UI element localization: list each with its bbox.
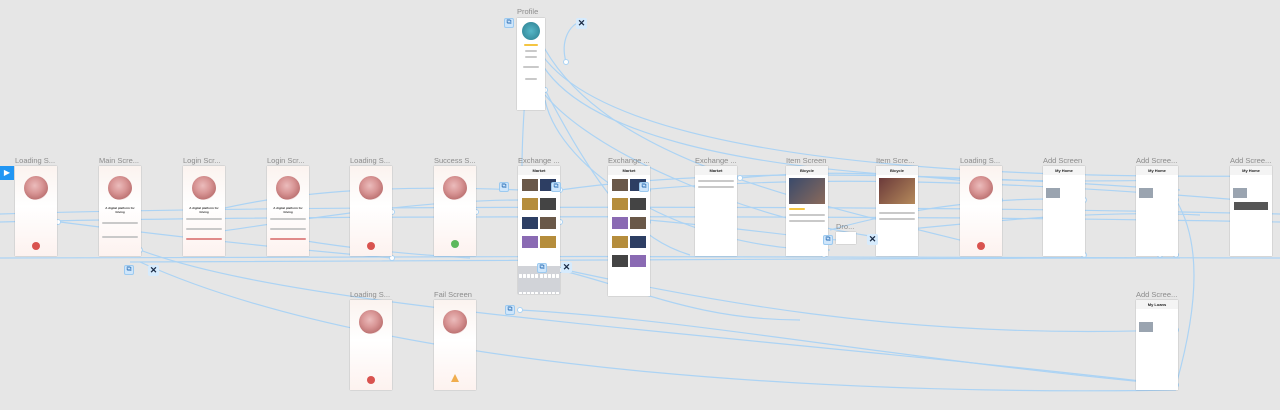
frame-title: Item Scre... xyxy=(876,156,915,165)
screen-header: Bicycle xyxy=(876,166,918,175)
loading-screen xyxy=(960,166,1002,256)
heart-icon xyxy=(32,242,40,250)
frame-title: Loading S... xyxy=(350,156,391,165)
exchange-screen: Market xyxy=(608,166,650,296)
logo-icon xyxy=(359,310,383,334)
check-icon xyxy=(451,240,459,248)
logo-icon xyxy=(192,176,216,200)
logo-icon xyxy=(24,176,48,200)
screen-header: Market xyxy=(608,166,650,175)
frame-title: Add Scree... xyxy=(1230,156,1272,165)
frame-title: Loading S... xyxy=(960,156,1001,165)
dropdown-sheet xyxy=(1234,202,1268,210)
close-icon[interactable]: ✕ xyxy=(576,18,587,29)
frame-title: Exchange ... xyxy=(695,156,737,165)
item-screen: Bicycle xyxy=(876,166,918,256)
close-icon[interactable]: ✕ xyxy=(148,265,159,276)
logo-icon xyxy=(276,176,300,200)
exchange-screen: Market xyxy=(695,166,737,256)
loading-screen xyxy=(15,166,57,256)
item-image xyxy=(879,178,915,204)
profile-screen xyxy=(517,18,545,110)
overlay-hotspot-icon[interactable]: ⧉ xyxy=(551,182,561,192)
loading-screen xyxy=(350,166,392,256)
fail-screen xyxy=(434,300,476,390)
frame-title: Exchange ... xyxy=(518,156,560,165)
screen-header: Market xyxy=(518,166,560,175)
frame-title: Add Screen xyxy=(1043,156,1083,165)
heart-icon xyxy=(367,242,375,250)
item-image xyxy=(789,178,825,204)
loading-screen xyxy=(350,300,392,390)
close-icon[interactable]: ✕ xyxy=(867,234,878,245)
main-screen: A digital platform for Giving xyxy=(99,166,141,256)
overlay-hotspot-icon[interactable]: ⧉ xyxy=(504,18,514,28)
logo-icon xyxy=(969,176,993,200)
logo-icon xyxy=(108,176,132,200)
overlay-hotspot-icon[interactable]: ⧉ xyxy=(537,263,547,273)
tagline: A digital platform for Giving xyxy=(105,206,135,214)
laptop-icon xyxy=(1233,188,1247,198)
screen-header: My Loans xyxy=(1136,300,1178,309)
screen-header: My Home xyxy=(1136,166,1178,175)
screen-header: My Home xyxy=(1230,166,1272,175)
heart-icon xyxy=(367,376,375,384)
avatar xyxy=(522,22,540,40)
frame-title: Dro... xyxy=(836,222,855,231)
overlay-hotspot-icon[interactable]: ⧉ xyxy=(505,305,515,315)
frame-title: Item Screen xyxy=(786,156,827,165)
frame-title: Login Scr... xyxy=(183,156,221,165)
laptop-icon xyxy=(1139,322,1153,332)
frame-title: Loading S... xyxy=(350,290,391,299)
screen-header: My Home xyxy=(1043,166,1085,175)
logo-icon xyxy=(443,176,467,200)
overlay-hotspot-icon[interactable]: ⧉ xyxy=(124,265,134,275)
start-flow-button[interactable]: ▶ xyxy=(0,166,14,180)
frame-title: Add Scree... xyxy=(1136,290,1178,299)
frame-title: Fail Screen xyxy=(434,290,472,299)
frame-title: Add Scree... xyxy=(1136,156,1178,165)
item-screen: Bicycle xyxy=(786,166,828,256)
laptop-icon xyxy=(1046,188,1060,198)
add-screen: My Loans xyxy=(1136,300,1178,390)
overlay-hotspot-icon[interactable]: ⧉ xyxy=(823,235,833,245)
add-screen: My Home xyxy=(1230,166,1272,256)
item-grid xyxy=(611,178,647,273)
overlay-hotspot-icon[interactable]: ⧉ xyxy=(499,182,509,192)
screen-header: Bicycle xyxy=(786,166,828,175)
frame-title: Success S... xyxy=(434,156,476,165)
laptop-icon xyxy=(1139,188,1153,198)
overlay-hotspot-icon[interactable]: ⧉ xyxy=(639,182,649,192)
login-screen: A digital platform for Giving xyxy=(183,166,225,256)
login-screen: A digital platform for Giving xyxy=(267,166,309,256)
logo-icon xyxy=(359,176,383,200)
frame-title: Profile xyxy=(517,7,539,16)
add-screen: My Home xyxy=(1136,166,1178,256)
tagline: A digital platform for Giving xyxy=(189,206,219,214)
frame-title: Main Scre... xyxy=(99,156,140,165)
success-screen xyxy=(434,166,476,256)
warning-icon xyxy=(451,374,459,382)
frame-title: Loading S... xyxy=(15,156,56,165)
logo-icon xyxy=(443,310,467,334)
frame-title: Exchange ... xyxy=(608,156,650,165)
frame-title: Login Scr... xyxy=(267,156,305,165)
heart-icon xyxy=(977,242,985,250)
dropdown-screen xyxy=(836,232,856,244)
screen-header: Market xyxy=(695,166,737,175)
add-screen: My Home xyxy=(1043,166,1085,256)
close-icon[interactable]: ✕ xyxy=(561,262,572,273)
tagline: A digital platform for Giving xyxy=(273,206,303,214)
